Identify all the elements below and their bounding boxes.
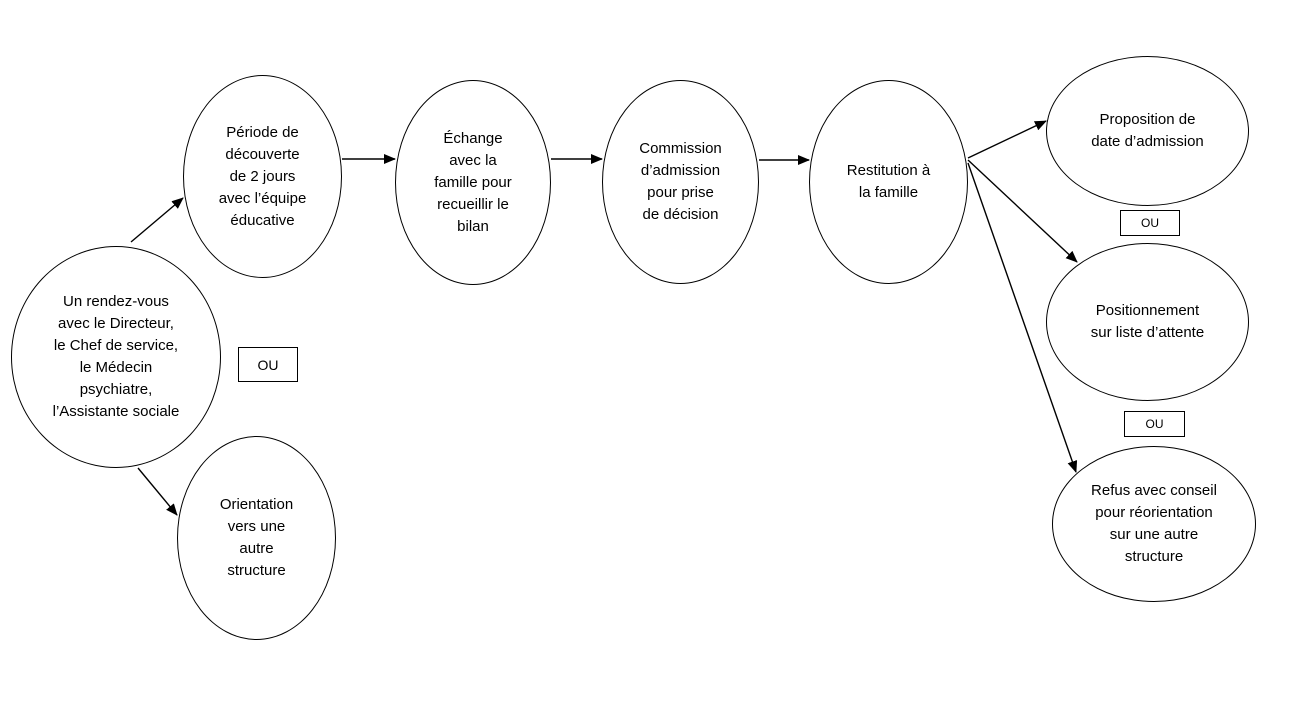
node-orientation-label: Orientation vers une autre structure (219, 496, 294, 579)
arrow-restitution-to-proposition (967, 120, 1047, 159)
node-periode-decouverte: Période de découverte de 2 jours avec l’… (183, 75, 342, 278)
node-commission-admission: Commission d’admission pour prise de déc… (602, 80, 759, 284)
node-proposition-date-label: Proposition de date d’admission (1091, 111, 1204, 150)
node-restitution-famille: Restitution à la famille (809, 80, 968, 284)
node-periode-decouverte-label: Période de découverte de 2 jours avec l’… (218, 123, 307, 229)
node-refus-reorientation-label: Refus avec conseil pour réorientation su… (1091, 482, 1217, 565)
ou-separator-right-bottom: OU (1124, 411, 1185, 437)
arrow-restitution-to-refus (967, 162, 1078, 473)
node-commission-admission-label: Commission d’admission pour prise de déc… (639, 140, 722, 223)
arrow-rdv-to-decouverte (130, 197, 184, 243)
node-echange-famille-label: Échange avec la famille pour recueillir … (434, 129, 512, 235)
ou-separator-right-top-label: OU (1141, 216, 1159, 230)
ou-separator-left-label: OU (257, 356, 279, 373)
node-echange-famille: Échange avec la famille pour recueillir … (395, 80, 551, 285)
node-positionnement-liste: Positionnement sur liste d’attente (1046, 243, 1249, 401)
arrow-rdv-to-orientation (137, 467, 178, 516)
ou-separator-right-top: OU (1120, 210, 1180, 236)
node-rendez-vous: Un rendez-vous avec le Directeur, le Che… (11, 246, 221, 468)
node-orientation: Orientation vers une autre structure (177, 436, 336, 640)
node-proposition-date: Proposition de date d’admission (1046, 56, 1249, 206)
ou-separator-right-bottom-label: OU (1145, 417, 1164, 431)
node-rendez-vous-label: Un rendez-vous avec le Directeur, le Che… (52, 293, 180, 420)
ou-separator-left: OU (238, 347, 298, 382)
node-positionnement-liste-label: Positionnement sur liste d’attente (1090, 302, 1205, 341)
node-refus-reorientation: Refus avec conseil pour réorientation su… (1052, 446, 1256, 602)
arrow-restitution-to-positionnement (967, 159, 1078, 263)
node-restitution-famille-label: Restitution à la famille (846, 162, 931, 201)
